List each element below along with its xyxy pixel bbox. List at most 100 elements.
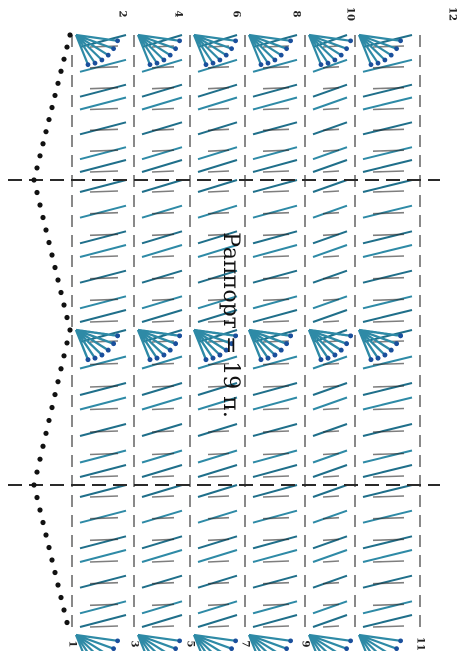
short-dash — [90, 234, 118, 235]
short-dash — [263, 234, 289, 235]
diagonal-stitch — [253, 180, 297, 192]
chart-rows — [72, 35, 420, 651]
outline-dot — [49, 405, 54, 410]
diagonal-stitch — [363, 310, 412, 322]
outline-dot — [61, 302, 66, 307]
diagonal-stitch — [198, 160, 237, 172]
short-dash — [152, 409, 174, 410]
stitch-fan — [359, 35, 403, 67]
outline-dot — [43, 227, 48, 232]
outline-dot — [40, 444, 45, 449]
outline-dot — [31, 177, 36, 182]
stitch-group — [313, 180, 347, 322]
diagonal-stitch — [313, 160, 347, 172]
diagonal-stitch — [142, 536, 182, 548]
stitch-fan — [359, 635, 403, 651]
short-dash — [263, 171, 289, 172]
fan-node — [106, 348, 111, 353]
outline-dot — [58, 290, 63, 295]
fan-node — [339, 348, 344, 353]
diagonal-stitch — [313, 180, 347, 192]
diagonal-stitch — [80, 98, 126, 110]
diagonal-stitch — [313, 98, 347, 110]
diagonal-stitch — [142, 451, 182, 463]
short-dash — [90, 67, 118, 68]
diagonal-stitch — [80, 206, 126, 218]
fan-node — [284, 646, 289, 651]
short-dash — [263, 191, 289, 192]
diagonal-stitch — [253, 85, 297, 97]
outline-dot — [40, 215, 45, 220]
stitch-group — [313, 485, 347, 627]
diagonal-stitch — [142, 147, 182, 159]
fan-node — [233, 38, 238, 43]
short-dash — [90, 476, 118, 477]
fan-node — [229, 646, 234, 651]
short-dash — [373, 67, 404, 68]
short-dash — [373, 431, 404, 432]
diagonal-stitch — [313, 615, 347, 627]
diagonal-stitch — [198, 98, 237, 110]
diagonal-stitch — [198, 536, 237, 548]
short-dash — [263, 256, 289, 257]
diagonal-stitch — [253, 98, 297, 110]
diagonal-stitch — [142, 383, 182, 395]
fan-node — [177, 638, 182, 643]
short-dash — [90, 386, 118, 387]
fan-node — [111, 341, 116, 346]
short-dash — [208, 191, 229, 192]
stitch-group — [253, 485, 297, 627]
diagonal-stitch — [363, 615, 412, 627]
diagonal-stitch — [198, 180, 237, 192]
diagonal-stitch — [198, 485, 237, 497]
diagonal-stitch — [253, 536, 297, 548]
fan-node — [168, 53, 173, 58]
short-dash — [323, 518, 339, 519]
diagonal-stitch — [253, 296, 297, 308]
fan-node — [319, 357, 324, 362]
outline-dot — [61, 353, 66, 358]
diagonal-stitch — [142, 180, 182, 192]
fan-node — [177, 333, 182, 338]
diagonal-stitch — [142, 465, 182, 477]
diagonal-stitch — [142, 296, 182, 308]
fan-node — [319, 62, 324, 67]
stitch-group — [80, 330, 126, 477]
outline-dot — [49, 252, 54, 257]
short-dash — [373, 234, 404, 235]
outline-dot — [31, 482, 36, 487]
short-dash — [90, 109, 118, 110]
short-dash — [208, 88, 229, 89]
fan-node — [229, 46, 234, 51]
fan-node — [332, 353, 337, 358]
short-dash — [152, 171, 174, 172]
short-dash — [208, 518, 229, 519]
diagonal-stitch — [80, 511, 126, 523]
fan-node — [173, 341, 178, 346]
diagonal-stitch — [313, 550, 347, 562]
short-dash — [152, 539, 174, 540]
fan-node — [173, 46, 178, 51]
short-dash — [152, 129, 174, 130]
short-dash — [90, 604, 118, 605]
diagonal-stitch — [198, 122, 237, 134]
fan-node — [204, 62, 209, 67]
diagonal-stitch — [313, 206, 347, 218]
short-dash — [373, 386, 404, 387]
diagonal-stitch — [253, 576, 297, 588]
stitch-fan — [76, 330, 120, 362]
stitch-fan — [309, 635, 353, 651]
short-dash — [323, 364, 339, 365]
short-dash — [323, 191, 339, 192]
fan-node — [288, 638, 293, 643]
short-dash — [373, 583, 404, 584]
short-dash — [323, 299, 339, 300]
row-number-top: 2 — [117, 11, 128, 18]
diagonal-stitch — [363, 536, 412, 548]
diagonal-stitch — [198, 465, 237, 477]
fan-node — [284, 341, 289, 346]
short-dash — [263, 67, 289, 68]
short-dash — [323, 431, 339, 432]
short-dash — [152, 109, 174, 110]
short-dash — [152, 476, 174, 477]
